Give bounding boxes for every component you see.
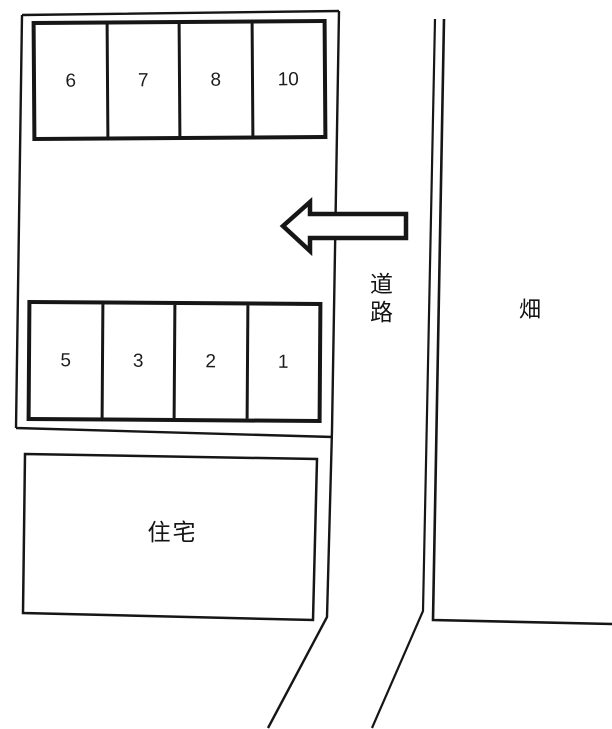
parking-stall-8: 8 — [177, 23, 251, 137]
road-right-edge-outer-line — [431, 18, 612, 626]
parking-row-top: 6 7 8 10 — [31, 18, 328, 142]
parking-stall-10: 10 — [250, 22, 324, 136]
parking-stall-6: 6 — [65, 70, 77, 92]
house-outline — [21, 452, 319, 622]
road-label: 道路 — [370, 271, 393, 326]
parking-stall-2: 2 — [172, 304, 246, 419]
parking-row-bottom: 5 3 2 1 — [26, 299, 323, 424]
parking-boundary-line — [14, 9, 340, 439]
parking-stall-7: 7 — [105, 24, 179, 137]
parking-stall-3: 3 — [100, 304, 174, 418]
parking-stall-5: 5 — [60, 350, 72, 372]
house-label: 住宅 — [147, 519, 198, 545]
field-label: 畑 — [519, 297, 542, 322]
road-right-edge-inner-line — [370, 18, 437, 729]
left-direction-arrow-icon — [279, 196, 409, 257]
parking-stall-1: 1 — [245, 305, 319, 420]
